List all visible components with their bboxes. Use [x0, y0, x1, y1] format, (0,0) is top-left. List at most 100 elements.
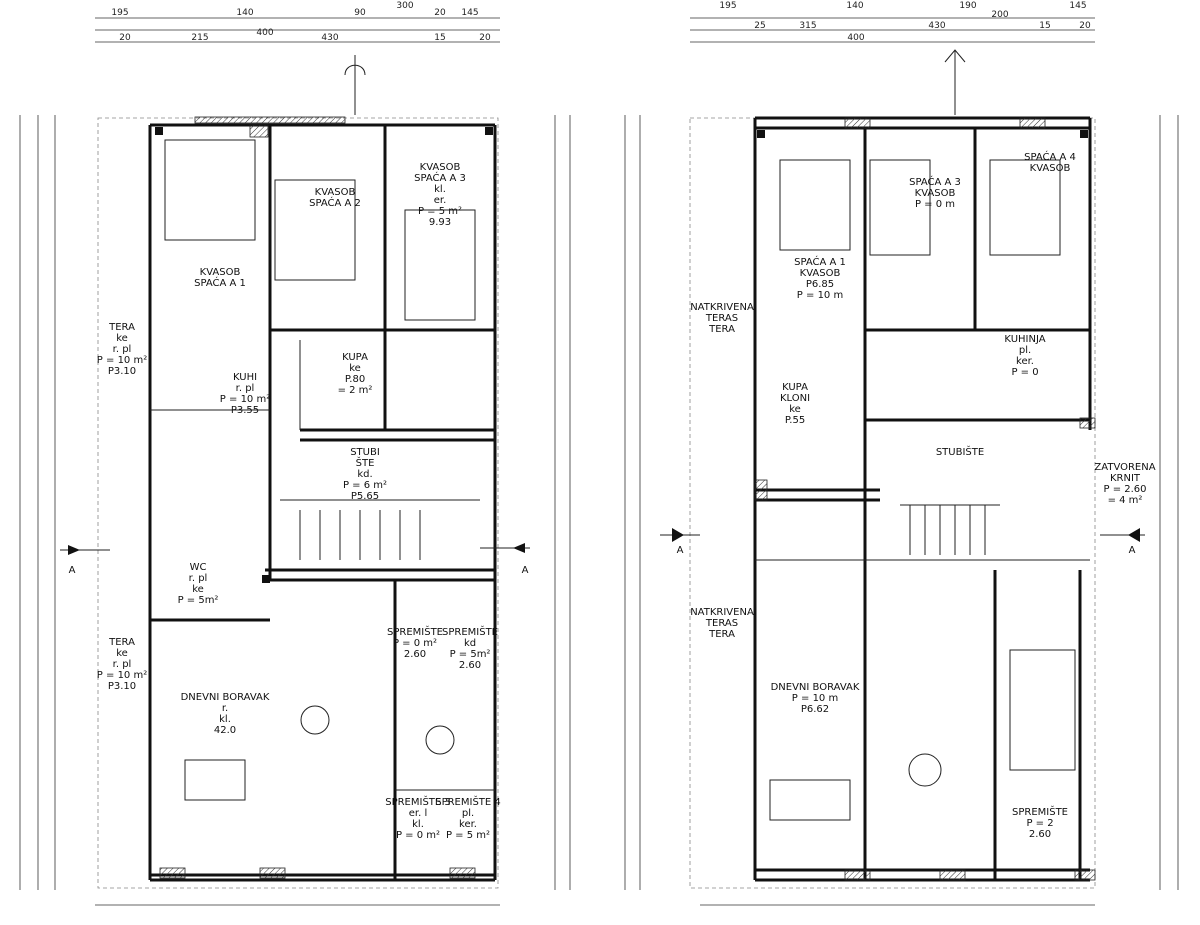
table-icon: [908, 753, 942, 787]
bed-icon: [404, 209, 476, 321]
dim-label: 140: [846, 1, 863, 11]
dim-label: 430: [321, 33, 338, 43]
dim-label: 145: [461, 8, 478, 18]
dim-label: 90: [354, 8, 366, 18]
section-label: A: [522, 565, 529, 576]
room-text: KVASOB: [315, 187, 356, 198]
room-text: KVASOB: [200, 267, 241, 278]
room-text: P3.10: [108, 366, 136, 377]
room-label-kupaonica-2: KUPA KLONI ke P.55: [780, 382, 810, 426]
room-label-stubiste-b: STUBIŠTE: [936, 445, 984, 458]
room-text: P = 10 m: [792, 693, 838, 704]
room-text: SPREMIŠTE 4: [435, 795, 501, 808]
right-dimension-texts: 195 140 190 145 200 25 315 400 430 15 20: [719, 1, 1091, 43]
room-text: P = 5 m²: [446, 830, 490, 841]
room-label-spavaca-3: KVASOB SPAĆA A 3 kl. er. P = 5 m² 9.93: [414, 162, 466, 228]
dim-label: 140: [236, 8, 253, 18]
room-label-spremiste-4: SPREMIŠTE 4 pl. ker. P = 5 m²: [435, 795, 501, 841]
room-text: SPREMIŠTE: [442, 625, 498, 638]
room-text: SPAĆA A 3: [909, 175, 961, 188]
room-text: P3.10: [108, 681, 136, 692]
room-text: P.80: [345, 374, 365, 385]
room-label-terasa-top: TERA ke r. pl P = 10 m² P3.10: [97, 322, 147, 377]
room-text: P = 6 m²: [343, 480, 387, 491]
room-text: TERAS: [705, 313, 738, 324]
room-text: P = 10 m: [797, 290, 843, 301]
room-text: 2.60: [404, 649, 426, 660]
room-label-natkrivena-terasa-top: NATKRIVENA TERAS TERA: [690, 302, 754, 335]
room-label-spremiste-2: SPREMIŠTE kd P = 5m² 2.60: [442, 625, 498, 671]
dim-label: 300: [396, 1, 413, 11]
room-text: SPAĆA A 3: [414, 171, 466, 184]
room-text: P = 2.60: [1103, 484, 1146, 495]
room-text: pl.: [462, 808, 474, 819]
dim-label: 400: [256, 28, 273, 38]
room-text: KUHI: [233, 372, 257, 383]
room-text: ŠTE: [356, 456, 375, 469]
room-text: STUBIŠTE: [936, 445, 984, 458]
room-text: WC: [190, 562, 207, 573]
section-label: A: [69, 565, 76, 576]
room-text: NATKRIVENA: [690, 607, 754, 618]
room-text: ke: [116, 333, 128, 344]
room-text: ke: [789, 404, 801, 415]
dim-label: 400: [847, 33, 864, 43]
room-text: STUBI: [350, 447, 380, 458]
room-text: ke: [349, 363, 361, 374]
dim-label: 315: [799, 21, 816, 31]
room-text: 9.93: [429, 217, 451, 228]
dim-label: 20: [119, 33, 131, 43]
dim-label: 195: [111, 8, 128, 18]
left-dimension-lines: [19, 17, 571, 906]
room-label-spavaca-4: SPAĆA A 4 KVASOB: [1024, 150, 1076, 174]
room-text: kl.: [412, 819, 424, 830]
section-label: A: [677, 545, 684, 556]
room-text: KVASOB: [420, 162, 461, 173]
room-text: NATKRIVENA: [690, 302, 754, 313]
room-label-wc: WC r. pl ke P = 5m²: [178, 562, 219, 606]
right-floor-plan: 195 140 190 145 200 25 315 400 430 15 20: [624, 1, 1179, 906]
room-text: DNEVNI BORAVAK: [771, 682, 860, 693]
dim-label: 20: [434, 8, 446, 18]
dining-table-icon: [1009, 649, 1076, 771]
dim-label: 25: [754, 21, 765, 31]
dim-label: 195: [719, 1, 736, 11]
room-text: r. pl: [236, 383, 255, 394]
room-text: P = 10 m²: [97, 670, 147, 681]
room-text: SPAĆA A 1: [194, 276, 246, 289]
room-label-spavaca-2: KVASOB SPAĆA A 2: [309, 187, 361, 209]
room-text: 2.60: [459, 660, 481, 671]
room-text: r. pl: [113, 344, 132, 355]
dim-label: 215: [191, 33, 208, 43]
room-text: P5.65: [351, 491, 379, 502]
bed-icon: [164, 139, 256, 241]
north-arrow-icon: [944, 49, 966, 115]
room-text: ker.: [1016, 356, 1034, 367]
room-text: KUPA: [342, 352, 368, 363]
room-text: P6.62: [801, 704, 829, 715]
room-text: 42.0: [214, 725, 236, 736]
dim-label: 190: [959, 1, 976, 11]
room-text: KVASOB: [1030, 163, 1071, 174]
bed-icon: [869, 159, 931, 256]
room-text: er. l: [409, 808, 427, 819]
table-icon: [300, 705, 330, 735]
room-text: kl.: [434, 184, 446, 195]
sofa-icon: [769, 779, 851, 821]
left-dimension-texts: 195 140 90 300 20 145 20 215 400 430 15 …: [111, 1, 491, 43]
room-text: P = 5 m²: [418, 206, 462, 217]
room-label-dnevni-boravak-b: DNEVNI BORAVAK P = 10 m P6.62: [771, 682, 860, 715]
room-label-dnevni-boravak: DNEVNI BORAVAK r. kl. 42.0: [181, 692, 270, 736]
room-text: SPAĆA A 4: [1024, 150, 1076, 163]
room-text: KUPA: [782, 382, 808, 393]
sofa-icon: [184, 759, 246, 801]
bed-icon: [274, 179, 356, 281]
room-label-spremiste-1: SPREMIŠTE P = 0 m² 2.60: [387, 625, 443, 660]
room-text: P.55: [785, 415, 805, 426]
room-label-zatvorena: ZATVORENA KRNIT P = 2.60 = 4 m²: [1094, 462, 1155, 506]
room-label-terasa-bottom: TERA ke r. pl P = 10 m² P3.10: [97, 637, 147, 692]
bed-icon: [779, 159, 851, 251]
room-text: KVASOB: [915, 188, 956, 199]
room-label-spavaca-1: KVASOB SPAĆA A 1: [194, 267, 246, 289]
